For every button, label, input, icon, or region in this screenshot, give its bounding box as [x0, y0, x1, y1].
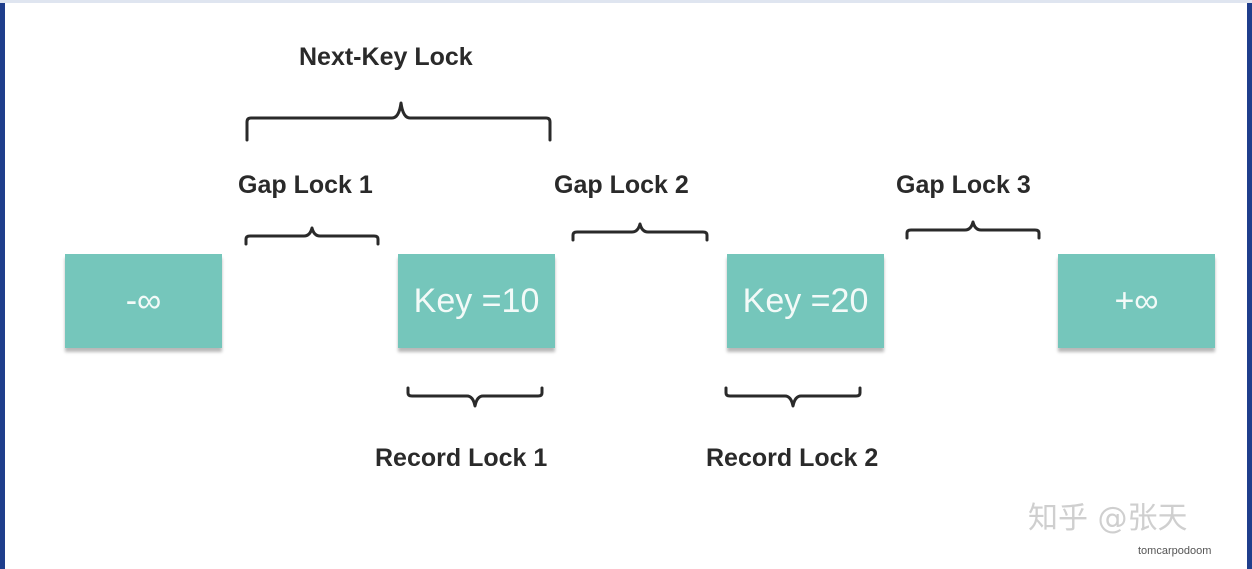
gap-lock-1-brace	[244, 226, 380, 246]
key-positive-infinity-box: +∞	[1058, 254, 1215, 348]
key-negative-infinity-box: -∞	[65, 254, 222, 348]
next-key-lock-label: Next-Key Lock	[299, 43, 473, 71]
record-lock-1-label: Record Lock 1	[375, 444, 548, 472]
key-10-box: Key =10	[398, 254, 555, 348]
gap-lock-3-brace	[905, 220, 1041, 240]
frame-right-edge	[1247, 0, 1252, 569]
gap-lock-2-brace	[571, 222, 709, 242]
gap-lock-3-label: Gap Lock 3	[896, 171, 1031, 199]
frame-left-edge	[0, 0, 5, 569]
record-lock-1-brace	[406, 386, 544, 408]
watermark-subtext: tomcarpodoom	[1138, 545, 1212, 557]
zhihu-watermark: 知乎 @张天	[1028, 501, 1188, 536]
record-lock-2-label: Record Lock 2	[706, 444, 879, 472]
gap-lock-2-label: Gap Lock 2	[554, 171, 689, 199]
key-20-box: Key =20	[727, 254, 884, 348]
frame-top-edge	[0, 0, 1252, 3]
gap-lock-1-label: Gap Lock 1	[238, 171, 373, 199]
next-key-lock-brace	[245, 101, 552, 142]
record-lock-2-brace	[724, 386, 862, 408]
